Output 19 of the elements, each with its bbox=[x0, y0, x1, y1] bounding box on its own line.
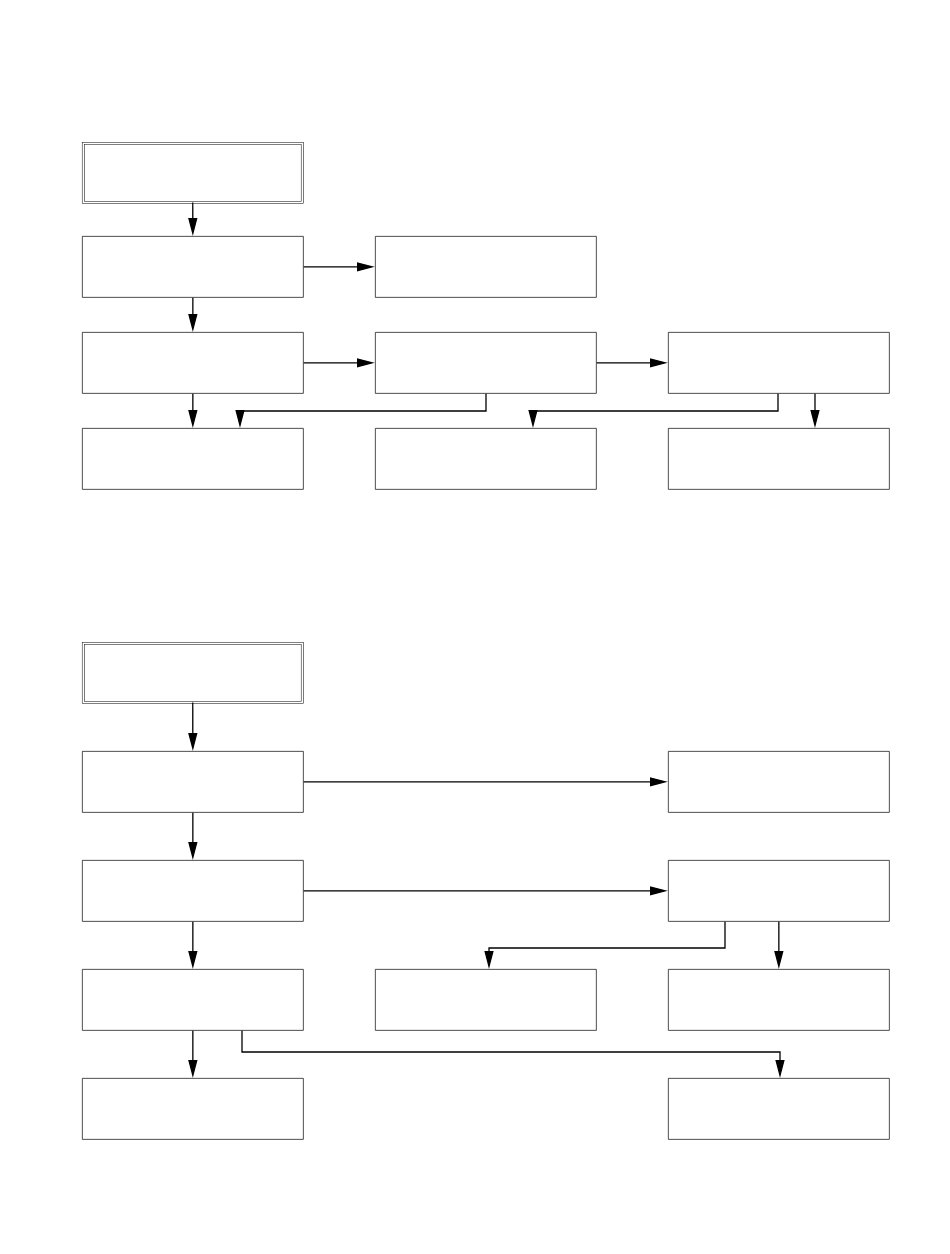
process-box bbox=[82, 236, 304, 298]
process-box bbox=[375, 428, 597, 490]
process-box bbox=[668, 1078, 890, 1140]
start-box bbox=[81, 141, 304, 204]
process-box bbox=[668, 751, 890, 813]
process-box bbox=[375, 332, 597, 394]
process-box bbox=[82, 332, 304, 394]
process-box bbox=[82, 1078, 304, 1140]
process-box bbox=[375, 236, 597, 298]
process-box bbox=[668, 428, 890, 490]
process-box bbox=[668, 860, 890, 922]
process-box bbox=[82, 428, 304, 490]
process-box bbox=[82, 860, 304, 922]
process-box bbox=[668, 969, 890, 1031]
process-box bbox=[82, 969, 304, 1031]
start-box bbox=[81, 641, 304, 704]
process-box bbox=[375, 969, 597, 1031]
process-box bbox=[82, 751, 304, 813]
process-box bbox=[668, 332, 890, 394]
